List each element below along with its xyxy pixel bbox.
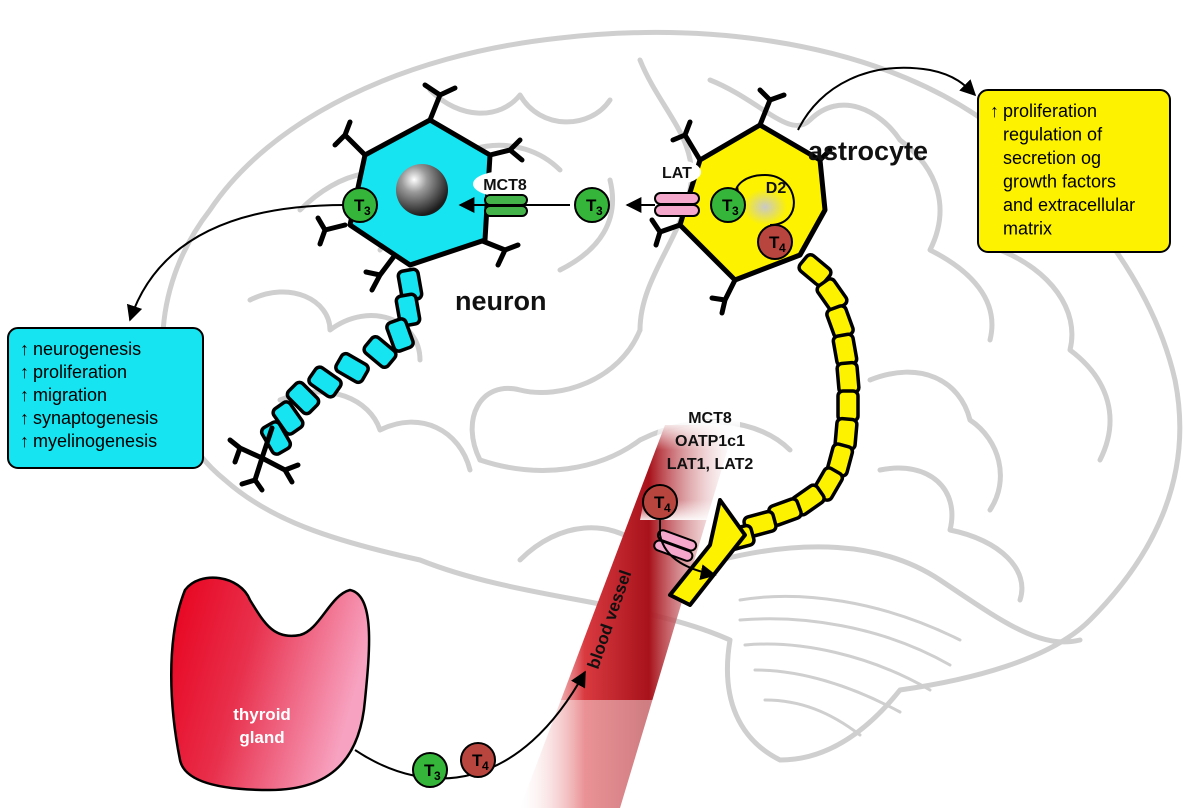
astrocyte-effect-line: and extracellular: [1003, 195, 1135, 215]
thyroid-gland: [170, 576, 371, 792]
neuron-to-effects-arrow: [126, 204, 346, 322]
d2-label: D2: [766, 180, 787, 197]
neuron-effect-item: synaptogenesis: [33, 408, 158, 428]
neuron-effect-item: migration: [33, 385, 107, 405]
lat-label: LAT: [662, 165, 692, 182]
astrocyte-effect-line: regulation of: [1003, 125, 1103, 145]
neuron-nucleus: [396, 164, 448, 216]
astrocyte-to-effects-arrow: [797, 66, 977, 131]
up-arrow-icon: ↑: [20, 385, 29, 405]
hormone-subscript: 3: [364, 204, 371, 218]
neuron-effects-box: ↑neurogenesis↑proliferation↑migration↑sy…: [7, 327, 204, 469]
neuron-cell: [315, 82, 525, 293]
axon-segment: [285, 380, 321, 416]
axon-segment: [334, 351, 370, 385]
hormone-subscript: 4: [664, 501, 671, 515]
hormone-letter: T: [586, 196, 597, 215]
axon-segment: [385, 317, 415, 353]
transporter-label-3: LAT1, LAT2: [667, 456, 754, 473]
astrocyte-effect-line: matrix: [1003, 219, 1052, 239]
neuron-axon-terminal: [227, 425, 301, 493]
astrocyte-endfoot: [668, 498, 747, 607]
hormone-subscript: 3: [434, 769, 441, 783]
neuron-effect-item: proliferation: [33, 362, 127, 382]
up-arrow-icon: ↑: [20, 431, 29, 451]
astrocyte-label: astrocyte: [808, 136, 928, 166]
up-arrow-icon: ↑: [990, 101, 999, 121]
neuron-effect-item: myelinogenesis: [33, 431, 157, 451]
thyroid-label-line2: gland: [239, 728, 284, 747]
astrocyte-process-segment: [836, 389, 860, 423]
axon-segment: [362, 334, 398, 370]
lat-transporter: [654, 192, 700, 205]
astrocyte-effect-line: proliferation: [1003, 101, 1097, 121]
neuron-effect-item: neurogenesis: [33, 339, 141, 359]
hormone-letter: T: [769, 233, 780, 252]
neuron-label: neuron: [455, 286, 547, 316]
up-arrow-icon: ↑: [20, 339, 29, 359]
mct8-neuron-label: MCT8: [483, 177, 527, 194]
thyroid-label-line1: thyroid: [233, 705, 291, 724]
transporter-label-2: OATP1c1: [675, 433, 745, 450]
hormone-letter: T: [722, 196, 733, 215]
axon-segment: [307, 365, 343, 399]
up-arrow-icon: ↑: [20, 362, 29, 382]
neuron-axon: [259, 267, 424, 456]
transporter-label-1: MCT8: [688, 410, 732, 427]
astrocyte-process: [720, 252, 861, 553]
hormone-letter: T: [654, 493, 665, 512]
hormone-letter: T: [354, 196, 365, 215]
up-arrow-icon: ↑: [20, 408, 29, 428]
t4-to-endfoot-arrow: [659, 520, 717, 581]
astrocyte-effect-line: growth factors: [1003, 172, 1116, 192]
hormone-letter: T: [424, 761, 435, 780]
hormone-letter: T: [472, 751, 483, 770]
astrocyte-effects-box: ↑proliferation regulation of secretion og g…: [977, 89, 1171, 253]
hormone-subscript: 3: [732, 204, 739, 218]
hormone-subscript: 4: [779, 241, 786, 255]
hormone-subscript: 4: [482, 759, 489, 773]
astrocyte-effect-line: secretion og: [1003, 148, 1101, 168]
hormone-subscript: 3: [596, 204, 603, 218]
astrocyte-process-segment: [835, 360, 861, 396]
